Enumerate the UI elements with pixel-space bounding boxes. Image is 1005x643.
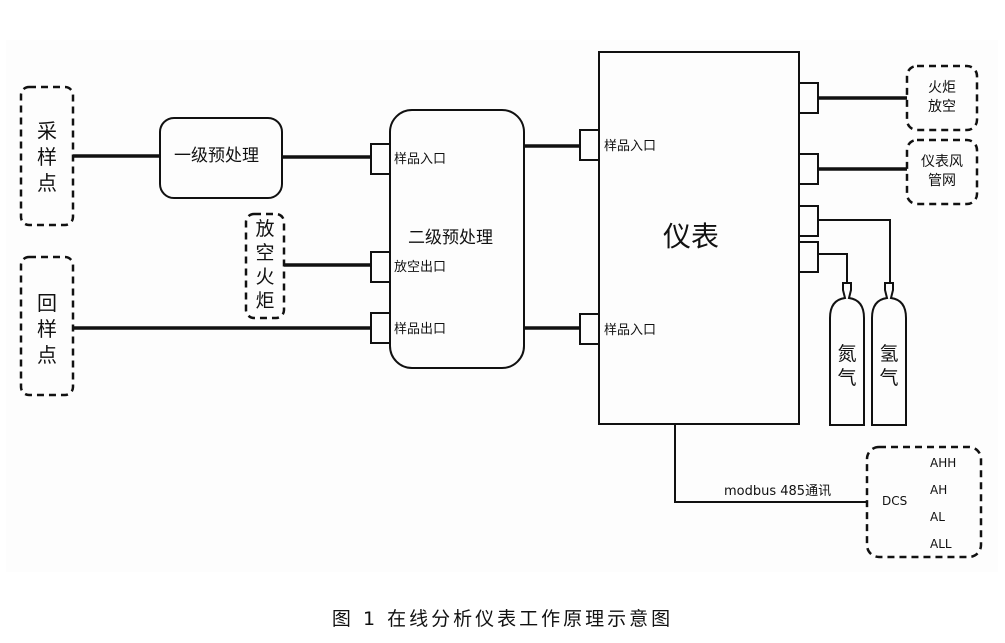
line-nitrogen (818, 253, 848, 284)
port-air (798, 153, 819, 185)
port-analyzer-inlet-2 (579, 313, 600, 345)
port-flare (798, 82, 819, 114)
nitrogen-cylinder (829, 282, 865, 426)
instrument-air-box (905, 138, 979, 206)
hydrogen-cylinder (871, 282, 907, 426)
flare-vent-box (905, 64, 979, 132)
return-point-label: 回样点 (37, 291, 57, 367)
figure-caption: 图 1 在线分析仪表工作原理示意图 (331, 608, 674, 630)
port-vent-outlet (370, 251, 391, 283)
return-point-box (19, 255, 75, 397)
primary-pretreatment-label: 一级预处理 (174, 146, 259, 166)
port-gas-2 (798, 241, 819, 273)
analyzer-box (598, 51, 800, 425)
vent-flare-label: 放空火炬 (255, 218, 275, 312)
secondary-pretreatment-box (389, 109, 525, 369)
sample-inlet-label: 样品入口 (394, 152, 447, 167)
port-sample-inlet (370, 143, 391, 175)
vent-outlet-label: 放空出口 (394, 260, 447, 275)
alarm-ah: AH (930, 483, 948, 497)
port-sample-outlet (370, 312, 391, 344)
analyzer-label: 仪表 (663, 220, 720, 253)
instrument-air-label: 仪表风管网 (921, 154, 963, 189)
line-hydrogen (818, 219, 891, 284)
nitrogen-label: 氮气 (837, 343, 857, 389)
alarm-al: AL (930, 510, 945, 524)
alarm-all: ALL (930, 537, 952, 551)
flare-vent-label: 火炬放空 (928, 80, 956, 115)
secondary-pretreatment-label: 二级预处理 (408, 228, 493, 248)
sample-point-label: 采样点 (37, 119, 57, 195)
port-analyzer-inlet-1 (579, 129, 600, 161)
port-gas-1 (798, 205, 819, 237)
sample-outlet-label: 样品出口 (394, 322, 447, 337)
analyzer-inlet-1-label: 样品入口 (604, 139, 657, 154)
hydrogen-label: 氢气 (879, 343, 899, 389)
modbus-label: modbus 485通讯 (724, 484, 832, 499)
line-modbus (674, 424, 867, 503)
alarm-ahh: AHH (930, 456, 957, 470)
dcs-label: DCS (882, 494, 908, 508)
analyzer-inlet-2-label: 样品入口 (604, 323, 657, 338)
